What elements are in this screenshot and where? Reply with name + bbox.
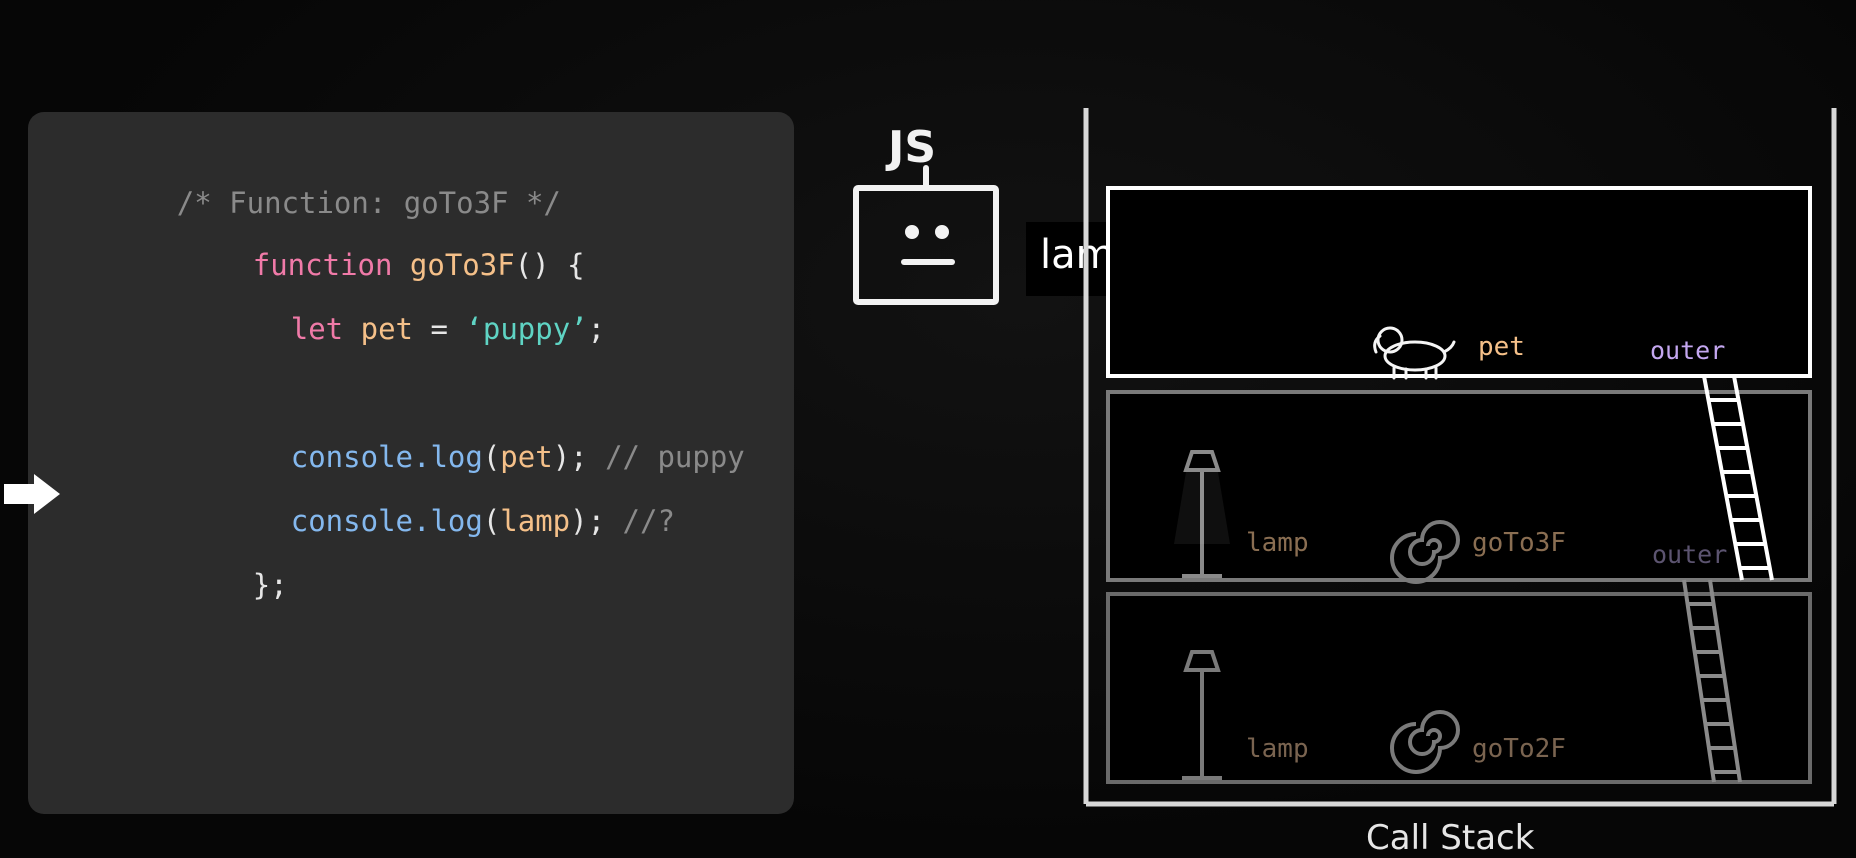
label-goto2f: goTo2F [1472, 734, 1566, 764]
label-outer-floor2: outer [1652, 540, 1728, 569]
punctuation: () { [514, 248, 585, 282]
punctuation: ( [482, 504, 501, 538]
comment-text: /* Function: goTo3F */ [176, 186, 561, 220]
comment-inline: //? [622, 504, 675, 538]
keyword-function: function [252, 248, 393, 282]
lamp-icon-floor1 [1182, 650, 1222, 780]
ladder-floor3 [1702, 375, 1774, 581]
lamp-icon-floor2 [1182, 450, 1222, 578]
arg-lamp: lamp [500, 504, 571, 538]
puppy-icon [1373, 326, 1456, 380]
code-line-close: }; [148, 534, 288, 636]
current-line-arrow-icon [4, 474, 60, 514]
comment-inline: // puppy [605, 440, 745, 474]
building-outline [1083, 108, 1837, 807]
label-goto3f: goTo3F [1472, 528, 1566, 558]
function-name: goTo3F [409, 248, 515, 282]
spiral-icon-floor2 [1390, 520, 1460, 584]
code-panel: /* Function: goTo3F */ function goTo3F()… [28, 112, 794, 814]
ladder-floor2 [1682, 579, 1742, 783]
floor-2 [1106, 390, 1812, 582]
punctuation: ; [587, 312, 606, 346]
punctuation: ); [570, 504, 606, 538]
code-line-log-lamp: console.log(lamp); //? [186, 470, 675, 572]
js-robot-icon: JS [853, 122, 999, 305]
call-stack-caption: Call Stack [1366, 818, 1535, 858]
robot-js-label: JS [885, 122, 936, 173]
console-log: console.log [290, 504, 483, 538]
floor-3 [1106, 186, 1812, 378]
punctuation: ); [552, 440, 588, 474]
console-log: console.log [290, 440, 483, 474]
variable-pet: pet [360, 312, 414, 346]
punctuation: = [430, 312, 448, 346]
lamp-light-glow [1174, 472, 1230, 544]
label-outer-floor3: outer [1650, 336, 1726, 365]
floor-1 [1106, 592, 1812, 784]
arg-pet: pet [500, 440, 553, 474]
keyword-let: let [290, 312, 344, 346]
code-line-let: let pet = ‘puppy’; [186, 278, 605, 380]
label-pet: pet [1478, 332, 1525, 362]
code-comment-header: /* Function: goTo3F */ [72, 152, 561, 254]
spiral-icon-floor1 [1390, 710, 1460, 774]
label-lamp-floor1: lamp [1246, 734, 1309, 764]
punctuation: ( [482, 440, 501, 474]
call-stack-building [1083, 108, 1837, 807]
closing-brace: }; [252, 568, 288, 602]
code-line-function-decl: function goTo3F() { [148, 214, 585, 316]
code-line-log-pet: console.log(pet); // puppy [186, 406, 745, 508]
string-value: ‘puppy’ [465, 312, 588, 346]
label-lamp-floor2: lamp [1246, 528, 1309, 558]
